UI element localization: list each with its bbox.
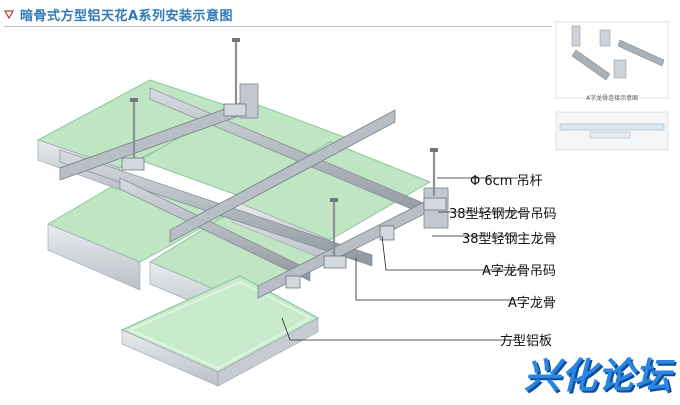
label-hanger-38: 38型轻钢龙骨吊码: [449, 207, 557, 222]
inset-rail-sketch: [555, 111, 669, 151]
label-main-keel-38: 38型轻钢主龙骨: [462, 232, 557, 247]
label-a-keel-clip: A字龙骨吊码: [482, 264, 556, 279]
page-header: 暗骨式方型铝天花A系列安装示意图: [4, 4, 233, 24]
leader-lines: [281, 177, 520, 341]
triangle-down-icon: [4, 10, 14, 19]
label-panel: 方型铝板: [500, 334, 553, 349]
hanger-clips: [121, 103, 447, 289]
watermark-logo: 兴化论坛: [523, 356, 672, 397]
inset-connection-diagram: [555, 21, 669, 99]
label-rod: Φ 6cm 吊杆: [470, 174, 543, 189]
inset-caption: A字龙骨连接示意图: [586, 95, 639, 102]
page-title: 暗骨式方型铝天花A系列安装示意图: [20, 8, 234, 24]
main-keels: [59, 83, 449, 299]
hanger-rods: [132, 40, 436, 262]
title-divider: [4, 26, 552, 27]
label-a-keel: A字龙骨: [508, 296, 556, 311]
loose-panel: [120, 275, 320, 387]
